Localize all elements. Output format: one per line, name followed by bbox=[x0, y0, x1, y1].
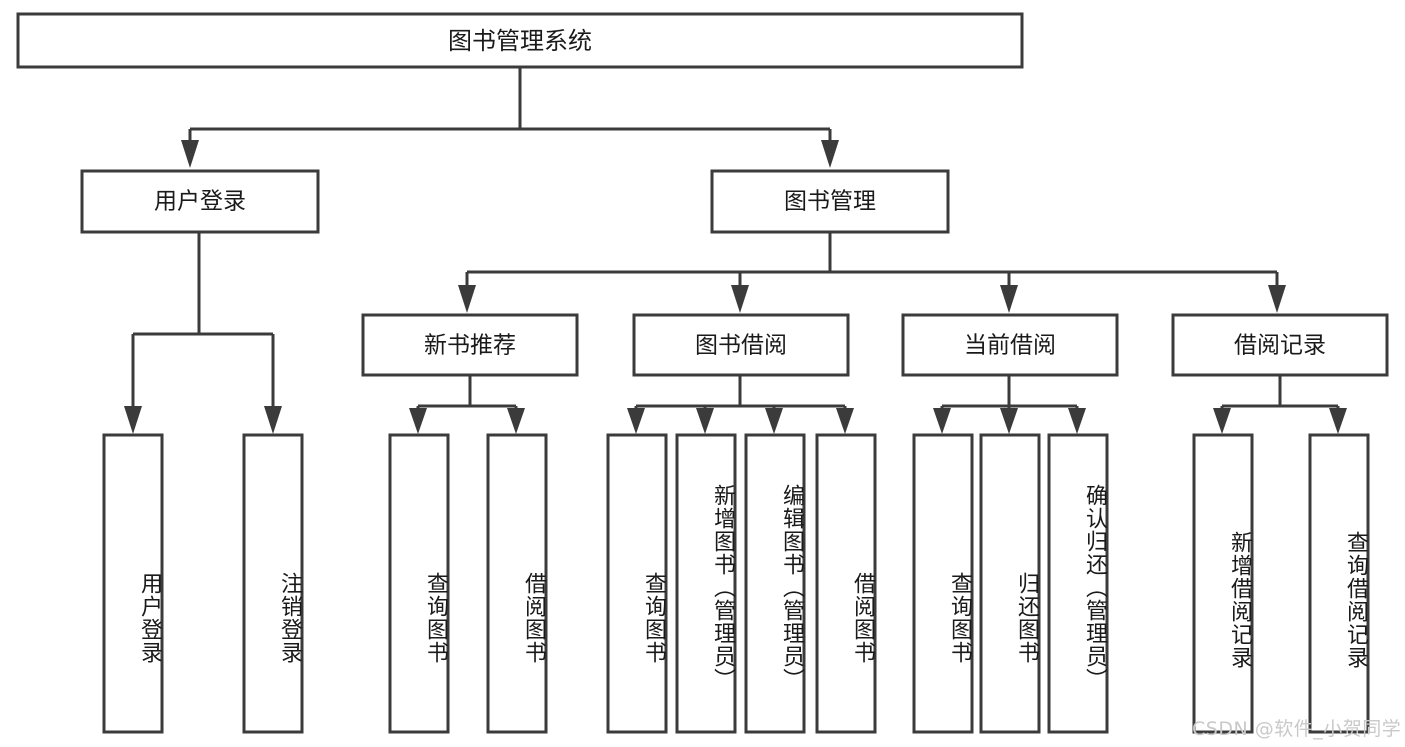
node-root-box[interactable] bbox=[16, 12, 1024, 69]
arrow-head-book-borrow bbox=[731, 285, 749, 313]
arrow-head-user-login bbox=[181, 140, 199, 168]
node-book-manage-box[interactable] bbox=[710, 169, 950, 234]
leaf-box-edit-book[interactable] bbox=[744, 433, 806, 734]
node-book-manage-label: 图书管理 bbox=[784, 189, 876, 215]
arrow-head-leaf-query-book-1 bbox=[409, 408, 427, 434]
node-book-manage[interactable]: 图书管理 bbox=[710, 169, 950, 234]
arrow-head-leaf-query-book-3 bbox=[933, 408, 951, 434]
node-borrow-record-box[interactable] bbox=[1171, 313, 1389, 377]
node-borrow-record[interactable]: 借阅记录 bbox=[1171, 313, 1389, 377]
arrow-head-leaf-add-book bbox=[696, 408, 714, 434]
connector-group-book-manage bbox=[458, 233, 1286, 313]
arrow-head-leaf-add-record bbox=[1213, 408, 1231, 434]
node-book-borrow-label: 图书借阅 bbox=[695, 333, 787, 359]
node-root-label: 图书管理系统 bbox=[448, 27, 592, 55]
leaf-box-query-book-2[interactable] bbox=[606, 433, 668, 734]
leaf-box-logout-login[interactable] bbox=[242, 433, 304, 734]
leaf-box-borrow-book-2[interactable] bbox=[815, 433, 877, 734]
arrow-head-leaf-confirm-return bbox=[1068, 408, 1086, 434]
leaf-group bbox=[102, 433, 1370, 734]
node-new-book-rec-box[interactable] bbox=[361, 313, 579, 377]
leaf-box-add-record[interactable] bbox=[1192, 433, 1254, 734]
node-book-borrow-box[interactable] bbox=[632, 313, 850, 377]
node-root[interactable]: 图书管理系统 bbox=[16, 12, 1024, 69]
leaf-box-query-book-3[interactable] bbox=[912, 433, 974, 734]
connector-group-book-borrow bbox=[627, 376, 854, 434]
arrow-head-leaf-logout-login bbox=[264, 406, 282, 434]
leaf-box-query-book-1[interactable] bbox=[388, 433, 450, 734]
connector-group-new-book-rec bbox=[409, 376, 525, 434]
arrow-head-leaf-edit-book bbox=[765, 408, 783, 434]
node-current-borrow-box[interactable] bbox=[901, 313, 1119, 377]
connector-group-borrow-record bbox=[1213, 376, 1347, 434]
node-book-borrow[interactable]: 图书借阅 bbox=[632, 313, 850, 377]
arrow-head-leaf-return-book bbox=[1000, 408, 1018, 434]
arrow-head-borrow-record bbox=[1268, 285, 1286, 313]
node-user-login-box[interactable] bbox=[80, 169, 320, 234]
node-new-book-rec[interactable]: 新书推荐 bbox=[361, 313, 579, 377]
node-user-login[interactable]: 用户登录 bbox=[80, 169, 320, 234]
arrow-head-leaf-query-book-2 bbox=[627, 408, 645, 434]
node-new-book-rec-label: 新书推荐 bbox=[424, 333, 516, 359]
csdn-watermark: CSDN @软件_小贺同学 bbox=[1192, 718, 1402, 740]
arrow-head-leaf-query-record bbox=[1329, 408, 1347, 434]
node-user-login-label: 用户登录 bbox=[154, 189, 246, 215]
arrow-head-leaf-borrow-book-1 bbox=[507, 408, 525, 434]
arrow-head-book-manage bbox=[821, 140, 839, 168]
node-current-borrow[interactable]: 当前借阅 bbox=[901, 313, 1119, 377]
arrow-head-leaf-user-login bbox=[124, 406, 142, 434]
leaf-box-confirm-return[interactable] bbox=[1047, 433, 1109, 734]
connector-group-current-borrow bbox=[933, 376, 1086, 434]
connector-group-root bbox=[181, 68, 839, 168]
arrow-head-current-borrow bbox=[1000, 285, 1018, 313]
node-current-borrow-label: 当前借阅 bbox=[964, 333, 1056, 359]
leaf-box-query-record[interactable] bbox=[1308, 433, 1370, 734]
arrow-head-new-book-rec bbox=[458, 285, 476, 313]
leaf-box-add-book[interactable] bbox=[675, 433, 737, 734]
arrow-head-leaf-borrow-book-2 bbox=[836, 408, 854, 434]
connector-group-user-login bbox=[124, 233, 282, 434]
leaf-box-return-book[interactable] bbox=[979, 433, 1041, 734]
node-borrow-record-label: 借阅记录 bbox=[1234, 333, 1326, 359]
leaf-box-borrow-book-1[interactable] bbox=[486, 433, 548, 734]
leaf-box-user-login[interactable] bbox=[102, 433, 164, 734]
